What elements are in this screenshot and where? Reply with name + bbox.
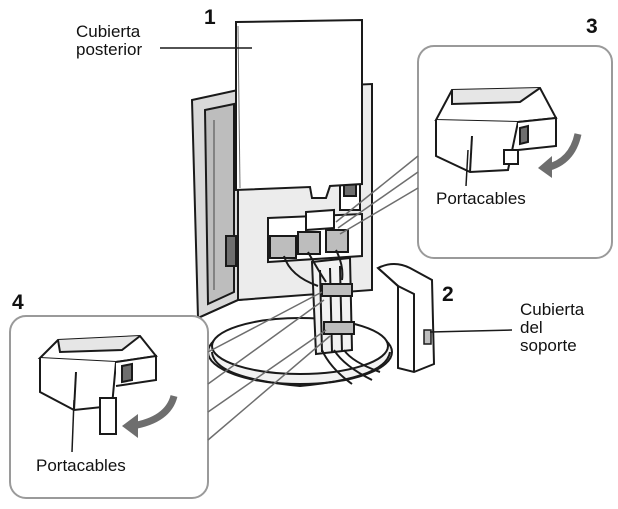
stand-cover-piece	[376, 263, 436, 374]
label-cable-holder-top: Portacables	[436, 189, 526, 208]
step-number-2: 2	[442, 283, 454, 306]
callout-box-top	[417, 45, 613, 259]
label-rear-cover-line2: posterior	[76, 40, 143, 59]
label-rear-cover-line1: Cubierta	[76, 22, 141, 41]
callout-box-bottom	[9, 315, 209, 499]
stand-neck-with-cables	[283, 249, 381, 385]
label-stand-cover-line3: soporte	[520, 336, 577, 355]
label-leader-lines	[160, 47, 513, 333]
rear-cover-panel	[235, 18, 363, 199]
label-cable-holder-bottom: Portacables	[36, 456, 126, 475]
label-stand-cover-line2: del	[520, 318, 543, 337]
step-number-4: 4	[12, 291, 24, 314]
callout-connector-lines	[207, 155, 419, 441]
step-number-1: 1	[204, 6, 216, 29]
label-stand-cover-line1: Cubierta	[520, 300, 585, 319]
step-number-3: 3	[586, 15, 598, 38]
